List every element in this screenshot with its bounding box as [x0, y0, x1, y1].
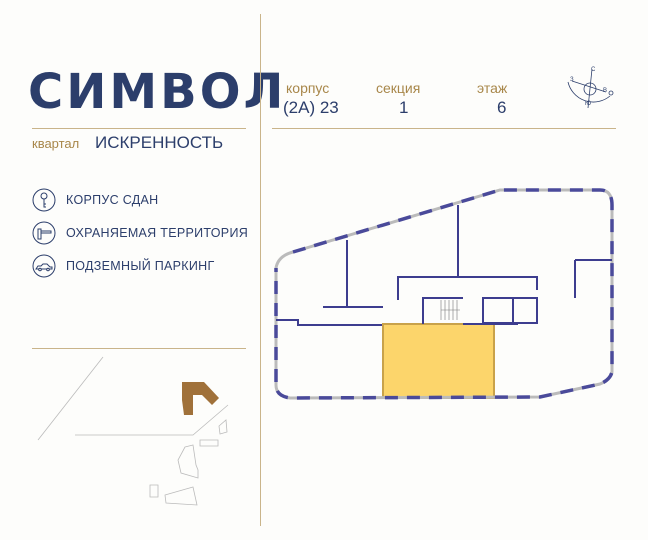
compass-e: В — [603, 88, 607, 94]
stairs — [440, 300, 460, 320]
feature-label: ОХРАНЯЕМАЯ ТЕРРИТОРИЯ — [66, 226, 249, 240]
barrier-icon — [32, 221, 56, 245]
car-icon — [32, 254, 56, 278]
feature-label: КОРПУС СДАН — [66, 193, 159, 207]
district-label: квартал — [32, 136, 80, 151]
building-value: (2А) 23 — [283, 98, 339, 117]
floor-plan — [274, 188, 614, 400]
floor-label: этаж — [477, 80, 508, 96]
interior-walls — [276, 205, 612, 326]
feature-underground-parking: ПОДЗЕМНЫЙ ПАРКИНГ — [32, 254, 215, 278]
feature-label: ПОДЗЕМНЫЙ ПАРКИНГ — [66, 259, 215, 273]
vertical-divider — [260, 14, 261, 526]
windows — [274, 188, 614, 400]
feature-guarded-territory: ОХРАНЯЕМАЯ ТЕРРИТОРИЯ — [32, 221, 248, 245]
building-label: корпус — [286, 80, 330, 96]
building-outline — [274, 188, 614, 400]
compass-s: Ю — [585, 101, 591, 107]
divider — [272, 128, 616, 129]
target-building — [182, 382, 219, 415]
section-label: секция — [376, 80, 421, 96]
selected-unit[interactable] — [382, 323, 495, 399]
divider — [32, 348, 246, 349]
compass-icon: С Ю В З — [567, 67, 614, 109]
feature-building-ready: КОРПУС СДАН — [32, 188, 159, 212]
floor-value: 6 — [497, 98, 507, 117]
logo: СИМВОЛ — [28, 64, 287, 120]
site-plan — [37, 356, 229, 506]
key-icon — [32, 188, 56, 212]
compass-n: С — [591, 67, 596, 73]
divider — [32, 128, 246, 129]
section-value: 1 — [399, 98, 409, 117]
compass-w: З — [570, 77, 574, 83]
district-name: ИСКРЕННОСТЬ — [95, 133, 224, 152]
